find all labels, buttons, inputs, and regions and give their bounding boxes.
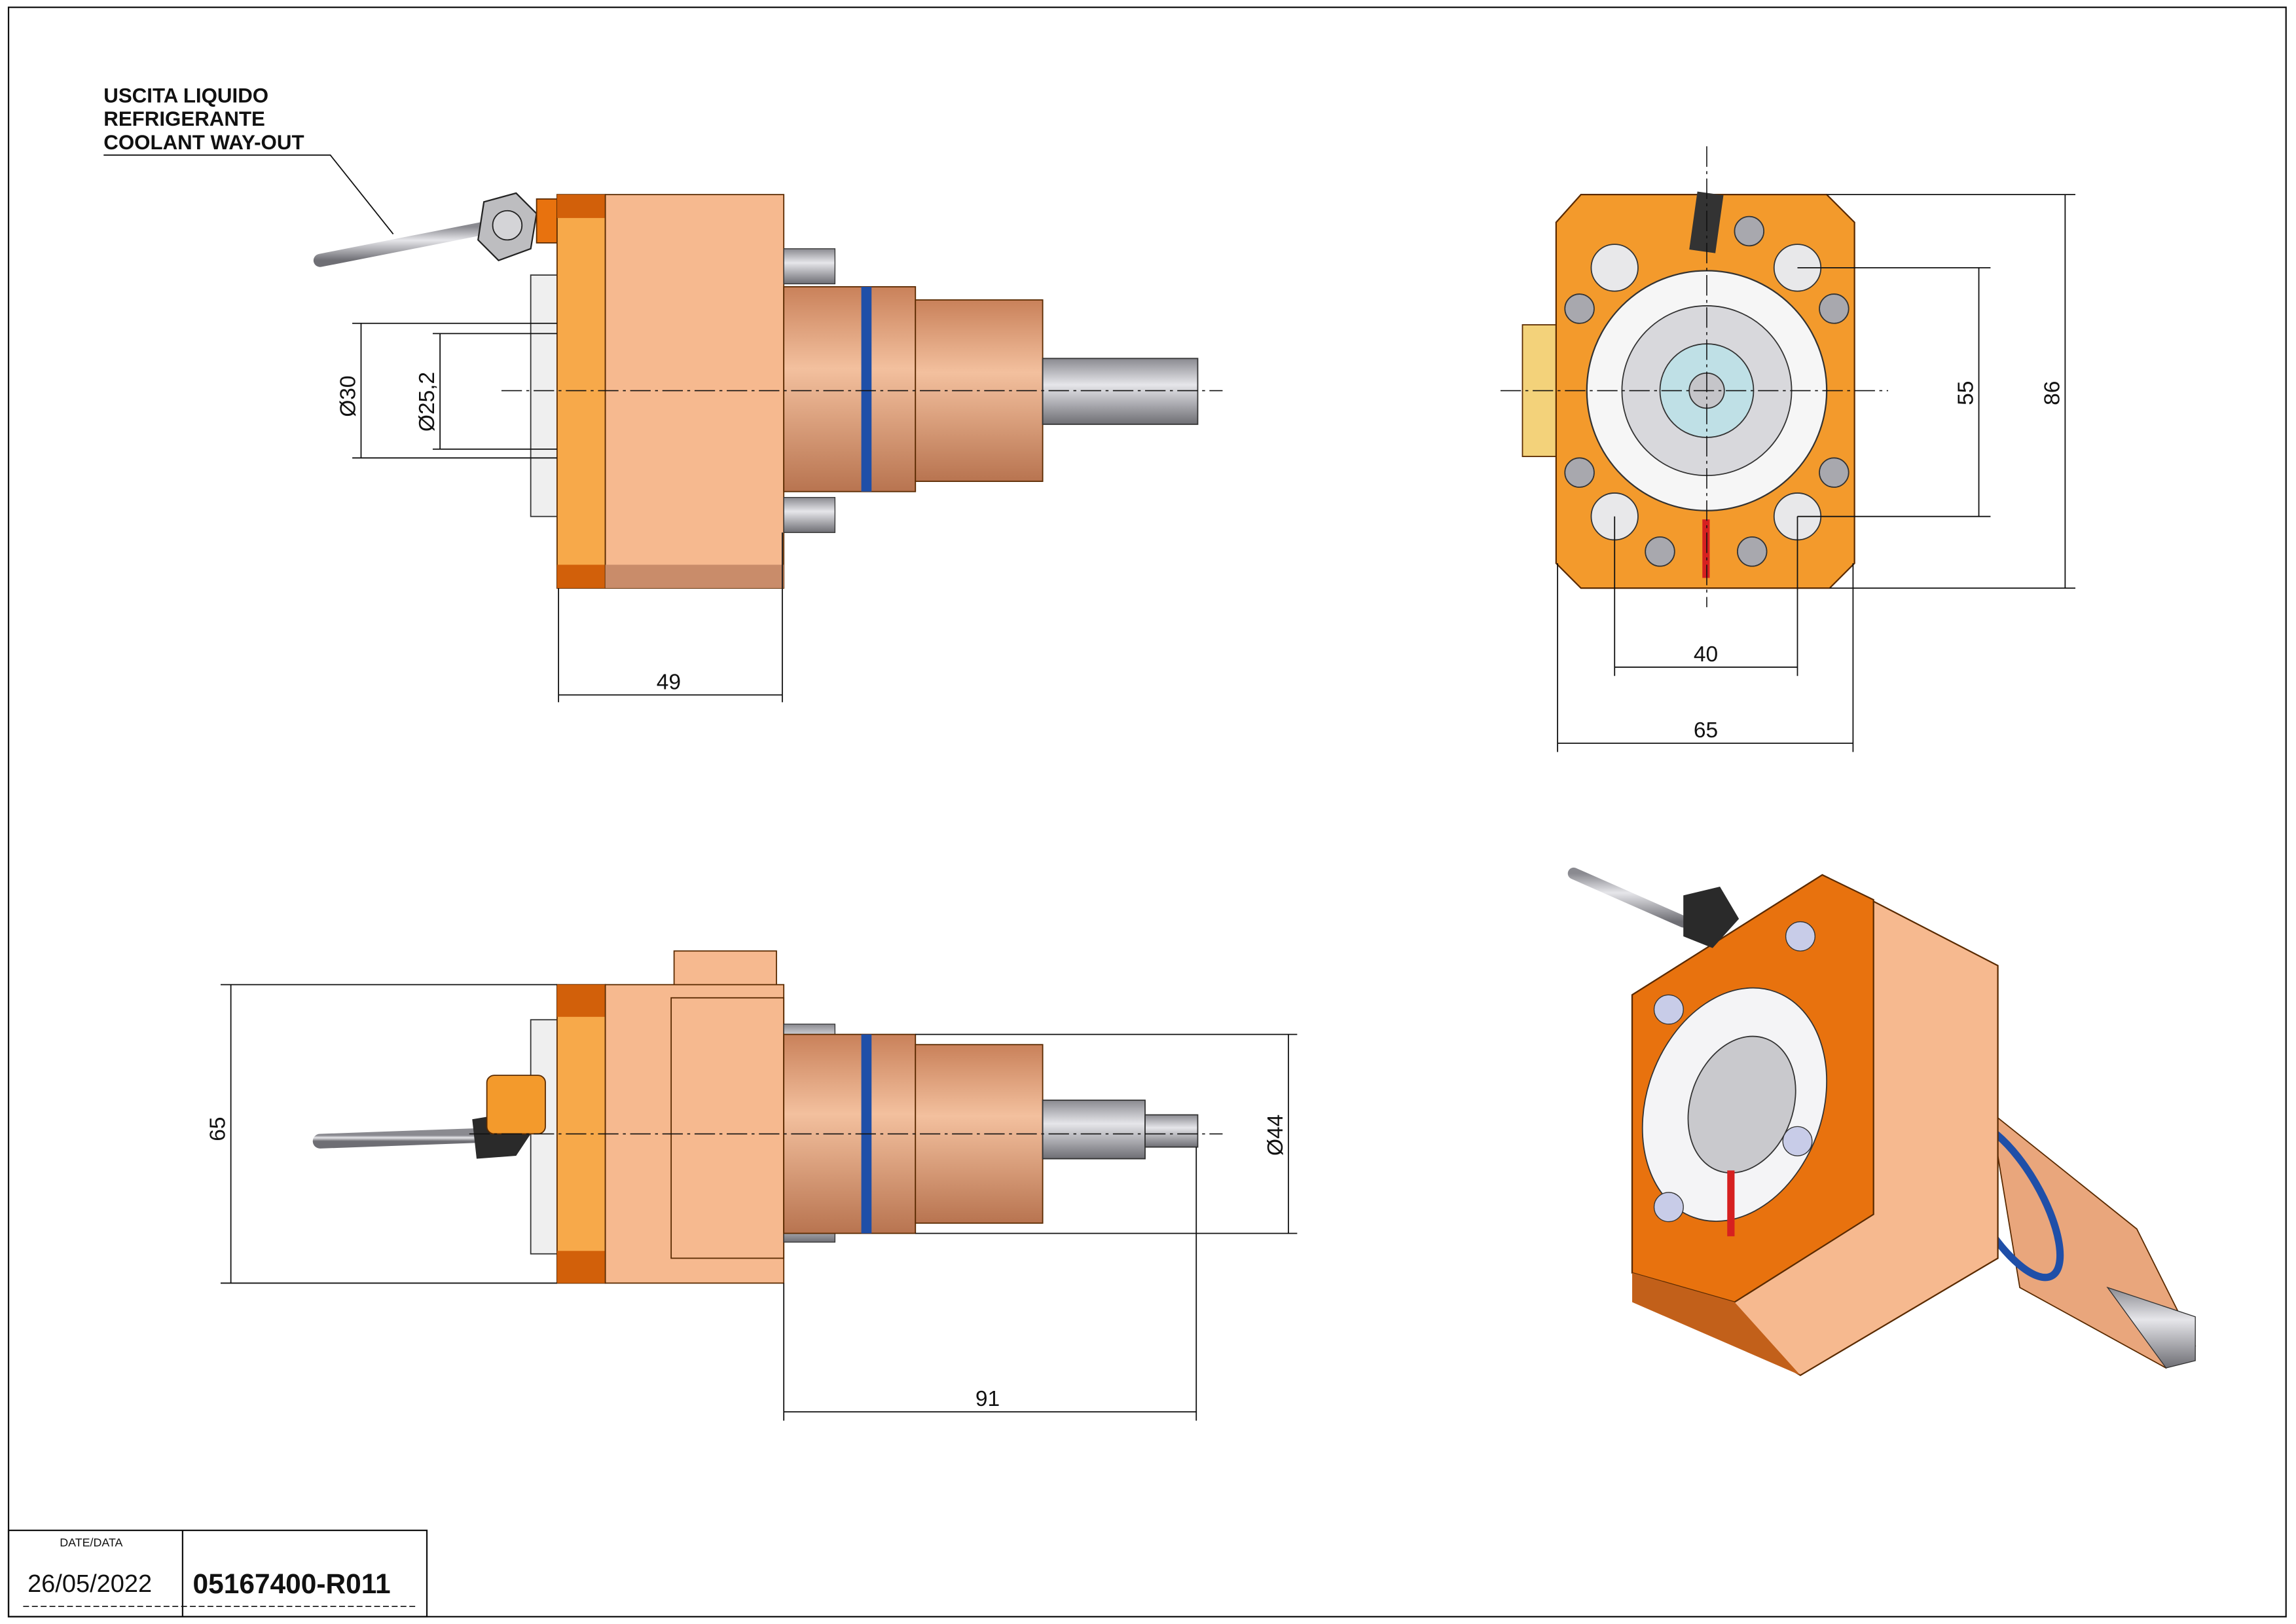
dim-65-side: 65 [206,1116,230,1141]
dim-40: 40 [1694,642,1718,667]
title-block: DATE/DATA 26/05/2022 05167400-R011 [7,1529,428,1617]
drawing-number: 05167400-R011 [193,1568,391,1599]
side-view-top: USCITA LIQUIDO REFRIGERANTE COOLANT WAY-… [103,84,1223,703]
drawing-border [7,7,2287,1617]
dim-86: 86 [2040,381,2064,405]
flange [556,194,606,589]
isometric-view [1567,867,2196,1376]
o-ring [861,286,872,492]
callout-line3: COOLANT WAY-OUT [103,131,304,154]
spindle [783,286,917,492]
dim-dia-25-2: Ø25,2 [415,372,439,432]
callout-line2: REFRIGERANTE [103,107,265,130]
callout-line1: USCITA LIQUIDO [103,84,268,107]
shaft [1042,358,1199,425]
coolant-pipe [313,192,538,267]
dim-55: 55 [1954,381,1978,405]
dim-49: 49 [657,670,681,694]
dim-91: 91 [975,1387,1000,1411]
date-value: 26/05/2022 [27,1570,152,1598]
side-view-bottom: 65 Ø44 91 [206,950,1298,1421]
dim-dia-44: Ø44 [1264,1115,1288,1156]
front-view: 55 86 40 65 [1500,146,2076,752]
date-label: DATE/DATA [60,1536,122,1549]
dim-65-front: 65 [1694,718,1718,743]
dim-dia-30: Ø30 [337,375,361,416]
housing [604,194,785,589]
